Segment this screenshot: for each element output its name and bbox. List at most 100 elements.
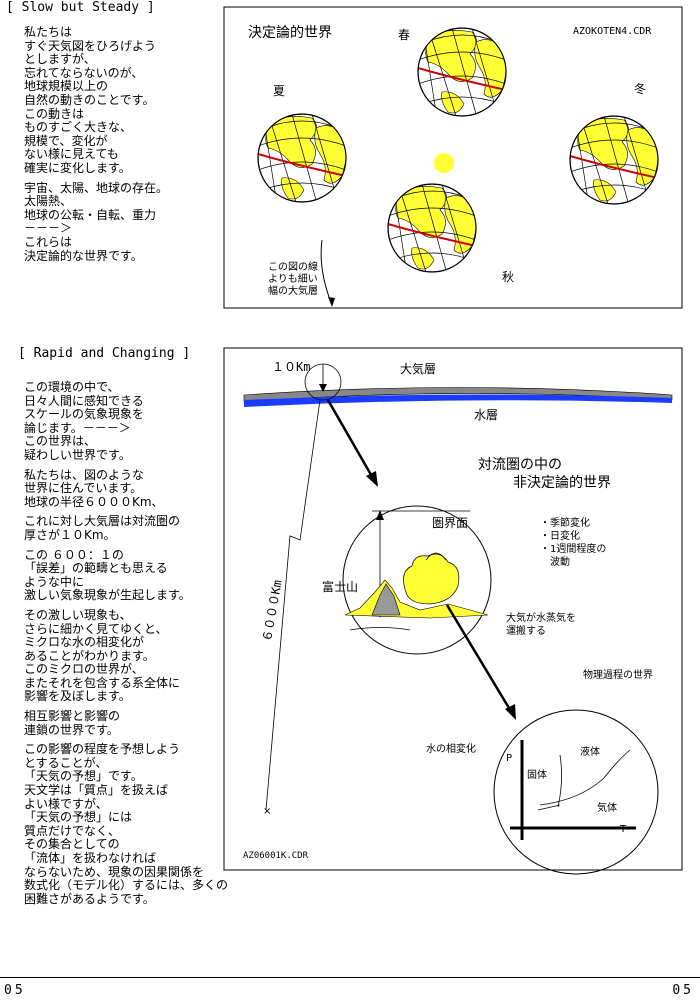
paragraph: この影響の程度を予想しよう とすることが、 「天気の予想」です。 天文学は「質点… (24, 742, 229, 906)
text-line: またそれを包含する系全体に (24, 675, 181, 690)
figure1-code: AZOKOTEN4.CDR (573, 26, 652, 37)
text-line: 論じます。－－－＞ (24, 420, 131, 435)
text-line: この世界は、 (24, 434, 97, 449)
label-atmosphere: 大気層 (400, 362, 437, 376)
text-line: 地球規模以上の (24, 79, 109, 94)
text-line: 確実に変化します。 (24, 160, 131, 175)
text-line: 影響を及ぼします。 (24, 689, 131, 704)
text-line: ならないため、現象の因果関係を (24, 864, 205, 879)
list-item: ・1週間程度の (540, 544, 607, 555)
text-line: とすることが、 (24, 755, 108, 770)
season-winter: 冬 (634, 82, 647, 96)
axis-t-label: T (620, 824, 627, 835)
text-line: その激しい現象も、 (24, 607, 132, 622)
paragraph: これに対し大気層は対流圏の 厚さが１０Km。 (24, 515, 224, 542)
text-line: さらに細かく見てゆくと、 (24, 621, 168, 636)
vapor-line: 運搬する (506, 626, 546, 637)
text-line: 宇宙、太陽、地球の存在。 (24, 180, 169, 195)
text-line: としますが、 (24, 52, 96, 67)
list-item: ・日変化 (540, 531, 580, 542)
text-line: 「誤差」の範疇とも思える (24, 561, 168, 576)
list-item: ・季節変化 (540, 518, 590, 529)
text-line: 激しい気象現象が生起します。 (24, 588, 191, 603)
x-mark: × (263, 806, 272, 817)
text-line: 私たちは、図のような (24, 467, 145, 482)
text-line: 忘れてならないのが、 (24, 65, 144, 80)
season-spring: 春 (398, 28, 411, 42)
page-number-left: 05 (4, 983, 26, 998)
figure1-title: 決定論的世界 (248, 25, 332, 41)
figure2-title-1: 対流圏の中の (478, 457, 562, 473)
section-title-rapid: [ Rapid and Changing ] (18, 346, 191, 361)
text-line: 決定論的な世界です。 (24, 248, 143, 263)
section2-text: この環境の中で、 日々人間に感知できる スケールの気象現象を 論じます。－－－＞… (24, 380, 229, 912)
text-line: 「天気の予想」です。 (24, 769, 143, 784)
figure2-code: AZ06001K.CDR (243, 851, 309, 861)
figure2-title-2: 非決定論的世界 (513, 475, 611, 491)
text-line: その集合としての (24, 837, 120, 852)
label-mt-fuji: 富士山 (322, 580, 359, 594)
text-line: このミクロの世界が、 (24, 662, 144, 677)
season-autumn: 秋 (502, 270, 515, 284)
paragraph: この環境の中で、 日々人間に感知できる スケールの気象現象を 論じます。－－－＞… (24, 380, 224, 463)
phenomena-list: ・季節変化 ・日変化 ・1週間程度の 波動 (540, 517, 606, 569)
deterministic-world-figure (223, 6, 683, 309)
text-line: 疑わしい世界です。 (24, 447, 131, 462)
paragraph: 宇宙、太陽、地球の存在。 太陽熱、 地球の公転・自転、重力 －－－＞ これらは … (24, 180, 219, 264)
note-line: よりも細い (268, 274, 318, 285)
note-line: この図の線 (268, 262, 318, 273)
paragraph: この ６００：１の 「誤差」の範疇とも思える ような中に 激しい気象現象が生起し… (24, 547, 224, 603)
text-line: －－－＞ (24, 221, 73, 236)
text-line: 困難さがあるようです。 (24, 891, 155, 906)
text-line: 厚さが１０Km。 (24, 527, 116, 542)
text-line: 私たちは (24, 25, 73, 39)
text-line: これに対し大気層は対流圏の (24, 514, 181, 529)
text-line: 相互影響と影響の (24, 709, 121, 724)
text-line: 世界に住んでいます。 (24, 481, 143, 496)
text-line: 質点だけでなく、 (24, 823, 121, 838)
text-line: すぐ天気図をひろげよう (24, 38, 157, 53)
paragraph: 私たちは すぐ天気図をひろげよう としますが、 忘れてならないのが、 地球規模以… (24, 25, 219, 176)
vapor-line: 大気が水蒸気を (506, 613, 576, 624)
nondeterministic-world-figure (223, 347, 683, 875)
section1-text: 私たちは すぐ天気図をひろげよう としますが、 忘れてならないのが、 地球規模以… (24, 25, 219, 269)
text-line: 太陽熱、 (24, 194, 73, 209)
page-number-right: 05 (672, 983, 694, 998)
label-vapor: 大気が水蒸気を 運搬する (506, 612, 576, 638)
text-line: この動きは (24, 106, 85, 121)
label-gas: 気体 (597, 803, 617, 814)
text-line: この環境の中で、 (24, 380, 120, 394)
label-water-layer: 水層 (474, 408, 499, 422)
text-line: 連鎖の世界です。 (24, 722, 119, 737)
text-line: あることがわかります。 (24, 648, 155, 663)
text-line: 地球の公転・自転、重力 (24, 207, 157, 222)
text-line: ミクロな水の相変化が (24, 635, 145, 650)
text-line: よい様ですが、 (24, 796, 108, 811)
text-line: この ６００：１の (24, 547, 124, 562)
season-summer: 夏 (273, 84, 286, 98)
footer-divider (0, 977, 700, 978)
axis-p-label: P (506, 753, 513, 764)
sun-icon (434, 153, 454, 173)
text-line: これらは (24, 234, 73, 249)
text-line: 自然の動きのことです。 (24, 92, 155, 107)
label-liquid: 液体 (580, 747, 600, 758)
text-line: 日々人間に感知できる (24, 393, 144, 408)
text-line: この影響の程度を予想しよう (24, 742, 181, 757)
label-10km: １０Km (272, 360, 311, 374)
text-line: 規模で、変化が (24, 133, 108, 148)
atmosphere-note: この図の線 よりも細い 幅の大気層 (268, 262, 318, 298)
label-physics-world: 物理過程の世界 (583, 670, 653, 681)
text-line: 地球の半径６０００Km、 (24, 494, 164, 509)
text-line: 「流体」を扱わなければ (24, 851, 157, 865)
note-line: 幅の大気層 (268, 286, 318, 297)
text-line: スケールの気象現象を (24, 407, 145, 422)
text-line: 数式化（モデル化）するには、多くの (24, 878, 229, 893)
text-line: 天文学は「質点」を扱えば (24, 783, 169, 798)
text-line: ない様に見えても (24, 147, 119, 162)
text-line: ものすごく大きな、 (24, 120, 133, 135)
paragraph: その激しい現象も、 さらに細かく見てゆくと、 ミクロな水の相変化が あることがわ… (24, 607, 224, 704)
label-tropopause: 圏界面 (432, 516, 469, 530)
text-line: 「天気の予想」には (24, 810, 133, 825)
section-title-slow: [ Slow but Steady ] (6, 0, 155, 15)
